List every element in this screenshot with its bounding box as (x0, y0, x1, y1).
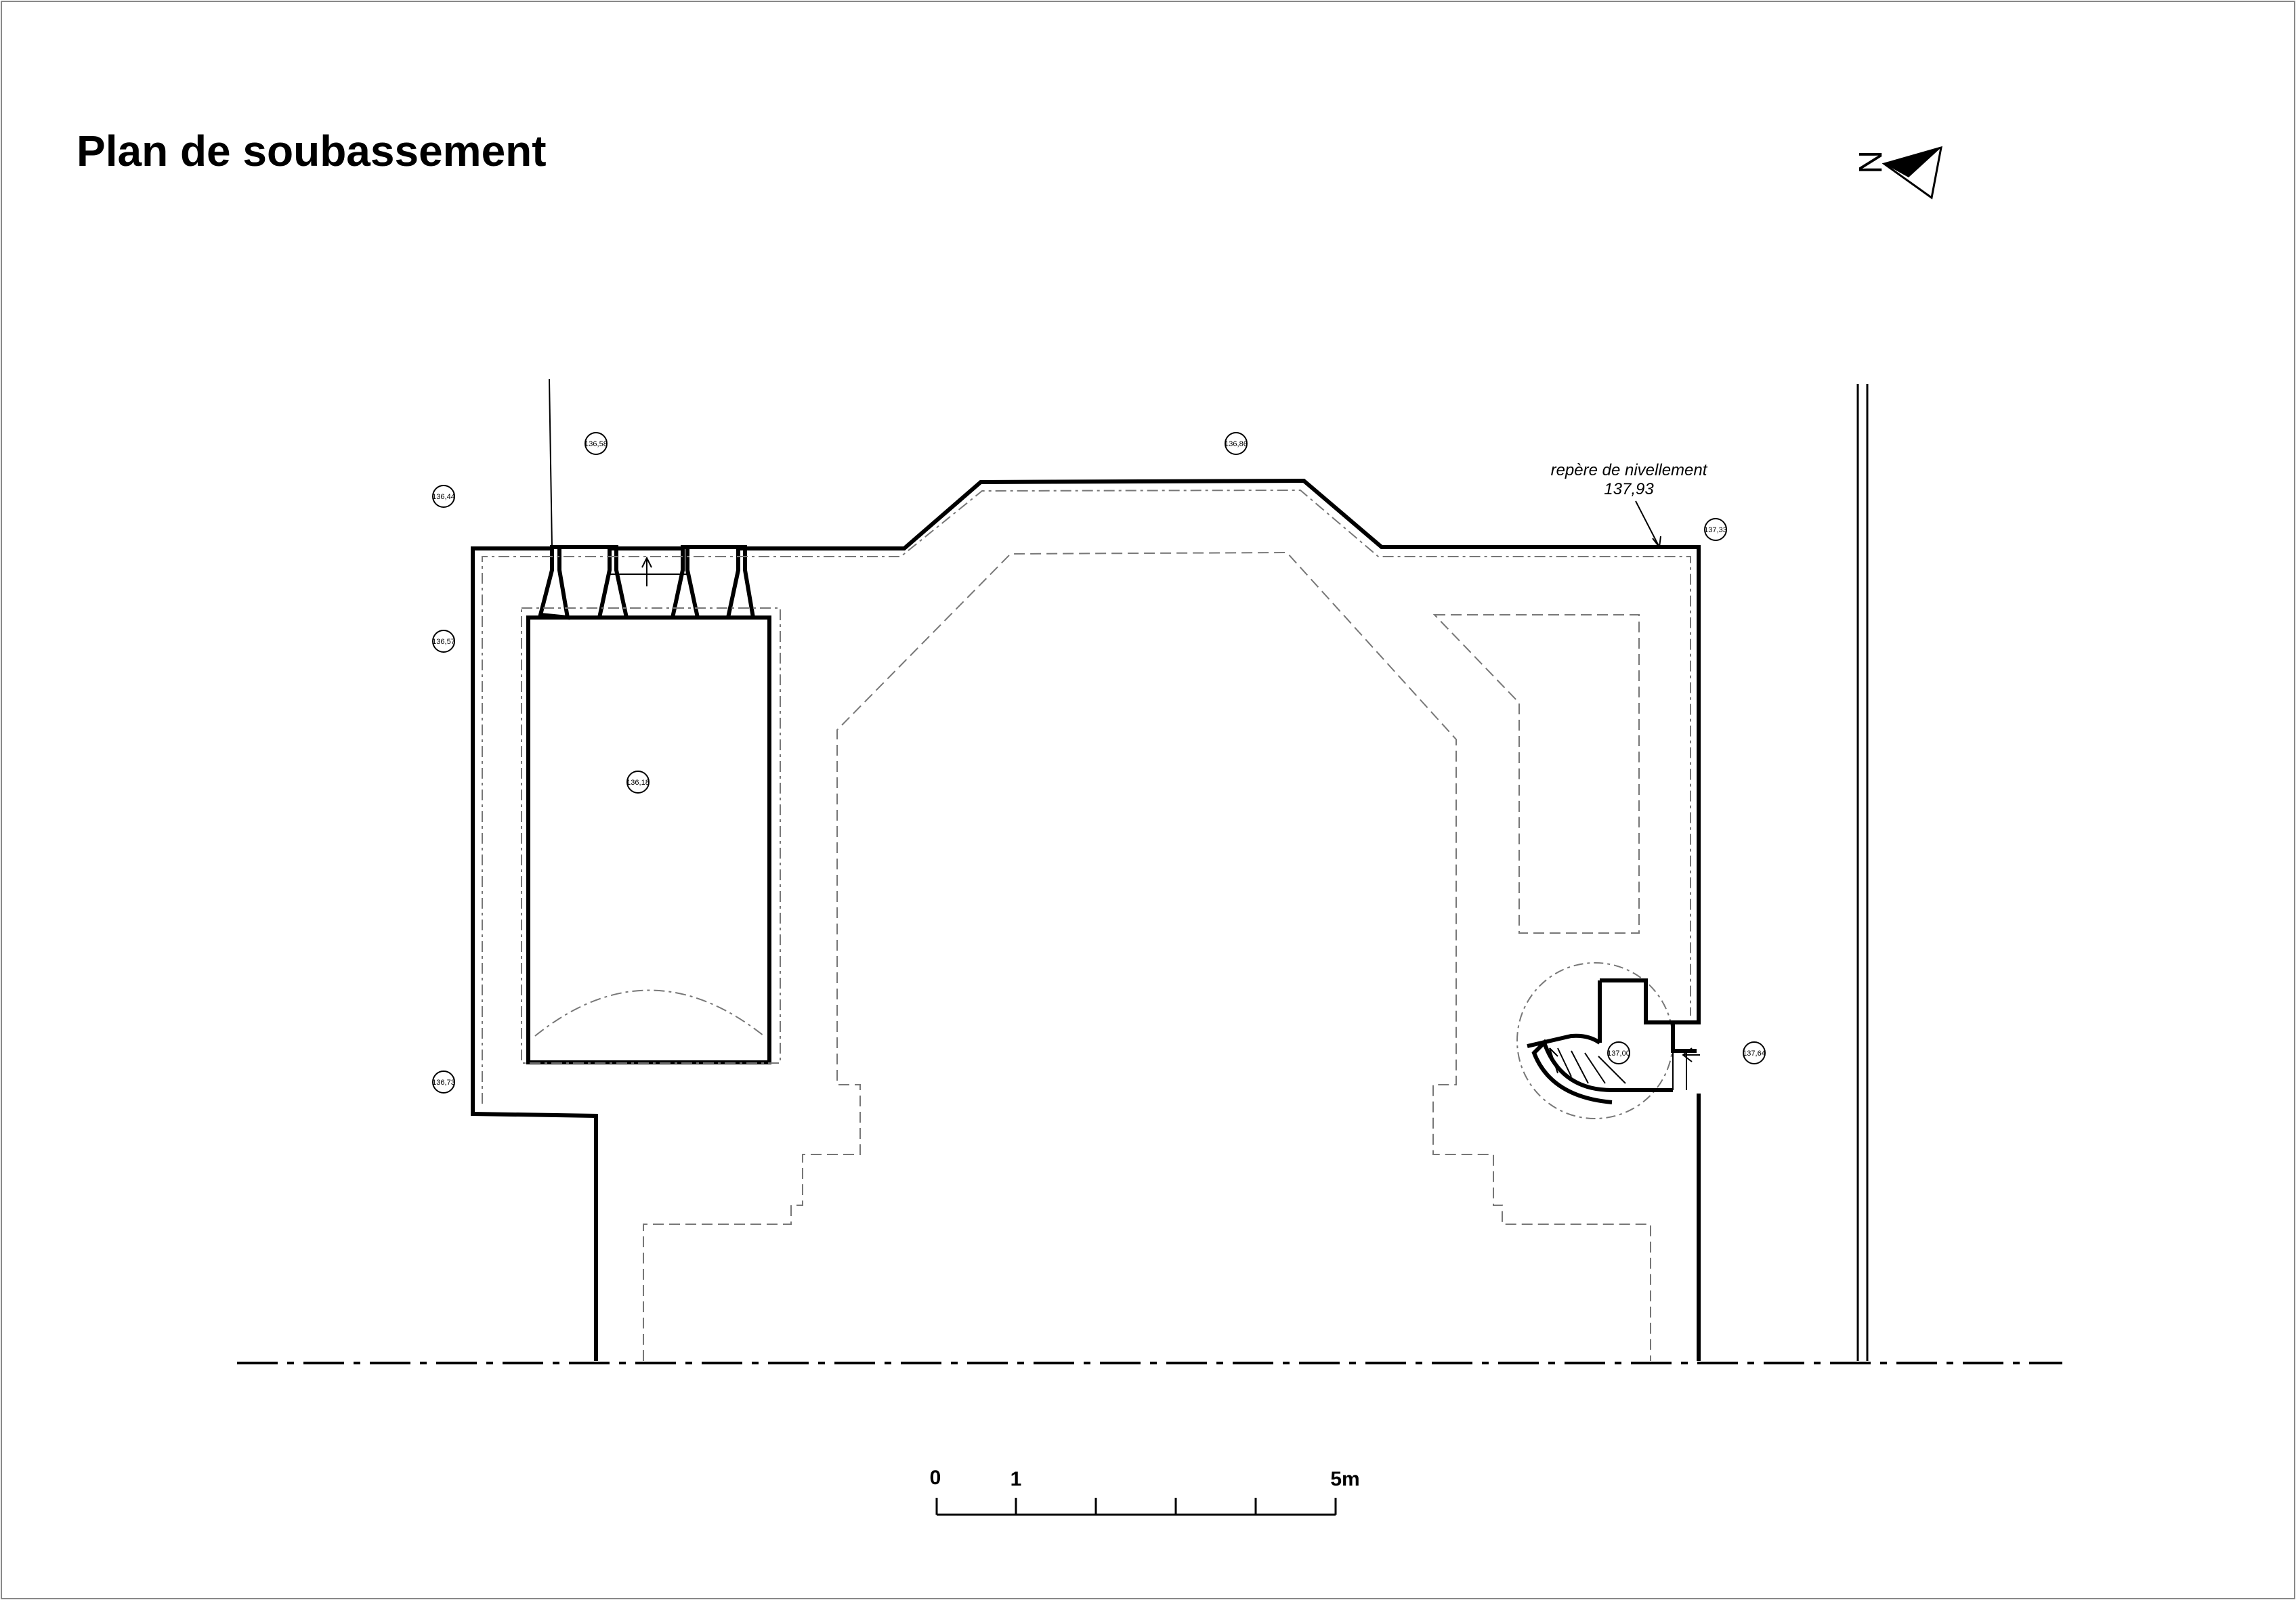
right-pocket (1432, 614, 1640, 934)
north-label: N (1852, 150, 1888, 174)
scale-bar (935, 1498, 1337, 1516)
spot-level-marker: 136,58 (584, 432, 608, 455)
spot-level-marker: 137,00 (1607, 1041, 1630, 1064)
cistern-offset (521, 607, 781, 1064)
scale-label-1: 1 (1011, 1468, 1022, 1490)
inner-offset-line (482, 489, 1691, 1104)
benchmark-label: repère de nivellement (1551, 461, 1708, 479)
survey-line (549, 379, 553, 548)
up-arrow-icon (641, 556, 652, 586)
spiral-stair (1516, 962, 1700, 1119)
svg-text:137,33: 137,33 (1704, 526, 1727, 534)
spot-level-marker: 136,57 (432, 630, 455, 653)
scale-label-5m: 5m (1330, 1468, 1359, 1490)
cistern-room (526, 615, 771, 1064)
svg-text:136,44: 136,44 (432, 493, 455, 501)
svg-text:136,73: 136,73 (432, 1079, 455, 1087)
svg-text:136,57: 136,57 (432, 638, 455, 646)
north-arrow-icon: N (1852, 146, 1942, 200)
outer-wall (471, 478, 1701, 1361)
svg-text:136,58: 136,58 (584, 440, 608, 448)
page-title: Plan de soubassement (77, 127, 547, 175)
vault-arc (534, 989, 765, 1037)
spot-level-marker: 137,64 (1743, 1041, 1766, 1064)
spot-level-marker: 136,44 (432, 485, 455, 508)
benchmark-annotation: repère de nivellement 137,93 (1551, 461, 1708, 549)
core-footprint (643, 551, 1651, 1361)
svg-text:136,18: 136,18 (626, 779, 650, 787)
spot-level-marker: 136,86 (1225, 432, 1248, 455)
svg-text:137,64: 137,64 (1743, 1050, 1766, 1058)
right-boundary-line (1856, 384, 1869, 1361)
svg-text:136,86: 136,86 (1225, 440, 1248, 448)
spot-levels: 136,44 136,58 136,86 137,33 136,57 136,1… (432, 432, 1766, 1094)
benchmark-value: 137,93 (1604, 480, 1654, 498)
spot-level-marker: 137,33 (1704, 518, 1727, 541)
scale-label-0: 0 (930, 1467, 941, 1489)
spot-level-marker: 136,73 (432, 1071, 455, 1094)
spot-level-marker: 136,18 (626, 771, 650, 794)
svg-text:137,00: 137,00 (1607, 1050, 1630, 1058)
